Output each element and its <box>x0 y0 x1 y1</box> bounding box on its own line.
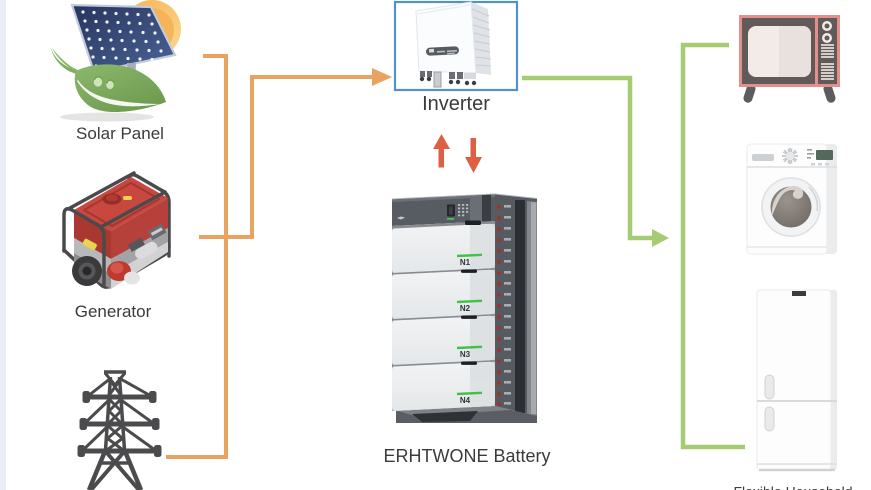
svg-text:N4: N4 <box>460 396 471 405</box>
svg-text:N2: N2 <box>460 304 471 313</box>
svg-text:ERHTWONE Battery: ERHTWONE Battery <box>383 446 550 466</box>
svg-text:Flexible Household: Flexible Household <box>733 484 852 490</box>
svg-text:N3: N3 <box>460 350 471 359</box>
svg-text:Inverter: Inverter <box>422 93 490 115</box>
svg-text:N1: N1 <box>460 258 471 267</box>
svg-text:Solar Panel: Solar Panel <box>76 124 164 143</box>
svg-text:Generator: Generator <box>75 302 152 321</box>
